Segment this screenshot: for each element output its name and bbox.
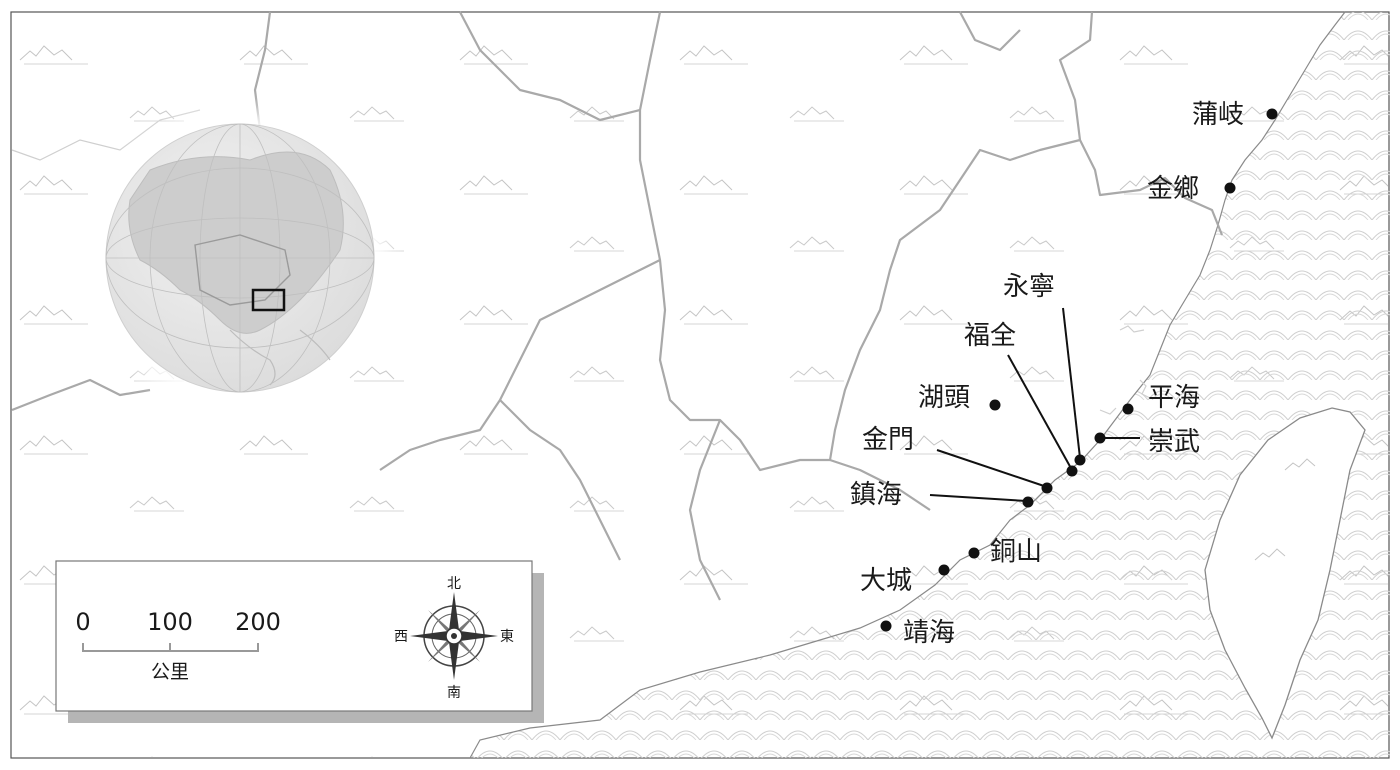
city-dot-fuquan <box>1066 465 1078 477</box>
city-label-chongwu: 崇武 <box>1148 427 1200 457</box>
city-label-pinghai: 平海 <box>1148 383 1200 413</box>
city-dot-tongshan <box>968 547 980 559</box>
city-dot-chongwu <box>1094 432 1106 444</box>
city-label-tongshan: 銅山 <box>990 537 1042 567</box>
locator-box <box>251 288 286 312</box>
taiwan-island <box>1204 407 1366 740</box>
province-borders <box>11 11 1224 601</box>
compass-east: 東 <box>500 629 514 645</box>
scale-unit: 公里 <box>151 661 189 683</box>
compass-south: 南 <box>447 685 461 701</box>
sea-area <box>470 12 1390 758</box>
city-label-fuquan: 福全 <box>964 321 1016 351</box>
leader-lines <box>929 307 1140 502</box>
city-dot-jinghai <box>880 620 892 632</box>
legend-box <box>55 560 544 723</box>
city-dot-pinghai <box>1122 403 1134 415</box>
city-label-dacheng: 大城 <box>860 566 912 596</box>
city-label-jinxiang: 金鄉 <box>1147 174 1199 204</box>
city-dot-dacheng <box>938 564 950 576</box>
city-label-jinmen: 金門 <box>862 425 914 455</box>
city-label-jinghai: 靖海 <box>903 618 955 648</box>
city-dot-jinmen <box>1041 482 1053 494</box>
compass-rose-icon <box>410 592 498 680</box>
city-dot-zhenhai <box>1022 496 1034 508</box>
city-label-zhenhai: 鎮海 <box>850 480 902 510</box>
coastline <box>469 11 1346 759</box>
city-dot-jinxiang <box>1224 182 1236 194</box>
city-dot-hutou <box>989 399 1001 411</box>
city-dot-puqi <box>1266 108 1278 120</box>
locator-globe <box>92 110 388 406</box>
city-dot-yongning <box>1074 454 1086 466</box>
scale-tick-100: 100 <box>147 608 193 636</box>
city-label-puqi: 蒲岐 <box>1192 100 1244 130</box>
compass-north: 北 <box>447 576 461 592</box>
city-label-hutou: 湖頭 <box>918 383 970 413</box>
city-label-yongning: 永寧 <box>1003 272 1055 302</box>
compass-west: 西 <box>394 629 408 645</box>
scale-bar <box>82 643 259 652</box>
scale-tick-0: 0 <box>75 608 90 636</box>
scale-tick-200: 200 <box>235 608 281 636</box>
